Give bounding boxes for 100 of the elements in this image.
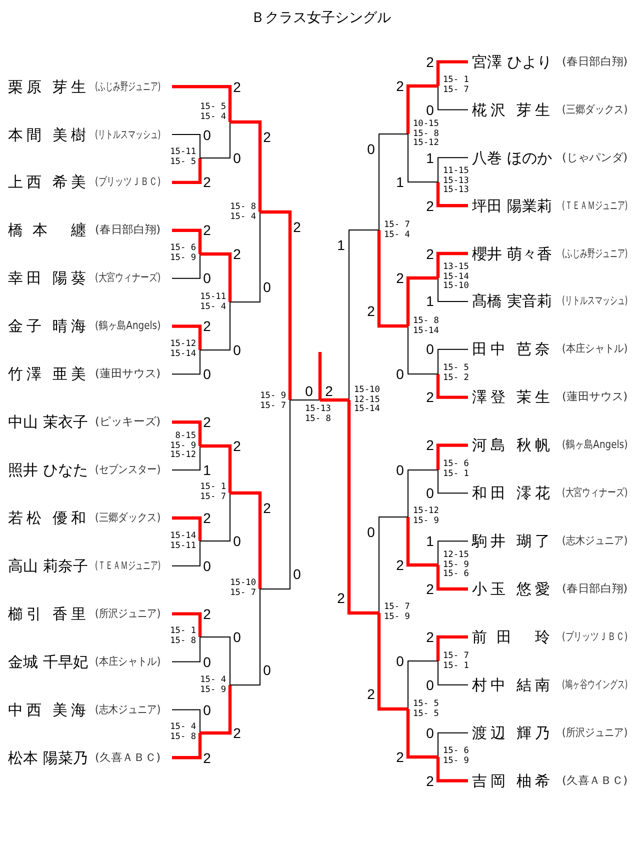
game-score: 15- 1 [169,627,196,636]
bracket-line [436,635,468,661]
game-count: 0 [425,485,435,502]
game-count: 0 [395,366,405,382]
game-score: 15- 8 [413,317,440,326]
bracket-line [200,685,232,735]
bracket-line [438,86,468,110]
bracket-line [200,444,232,493]
game-count: 0 [366,141,376,157]
game-score: 15- 6 [443,460,470,470]
game-count: 2 [395,749,405,765]
club-name: (大宮ウィナーズ) [562,486,628,500]
player-name: 本間 美樹 [8,126,86,144]
game-count: 2 [425,198,435,214]
game-score: 15- 2 [443,374,470,384]
game-score: 15-12 [413,139,440,149]
player-name: 坪田 陽業莉 [472,196,550,215]
game-score: 15-12 [169,340,196,350]
player-name: 竹澤 亜美 [8,365,86,384]
game-count: 2 [425,246,435,262]
game-count: 0 [425,102,435,118]
bracket-line [377,230,408,328]
game-count: 0 [262,662,272,678]
bracket-line [408,134,438,182]
game-count: 2 [366,686,376,702]
club-name: (三郷ダックス) [95,510,161,525]
bracket-line [438,470,468,494]
player-name: 幸田 陽葵 [8,269,86,288]
game-count: 0 [202,366,212,382]
bracket-line [438,660,468,686]
club-name: (ふじみ野ジュニア) [95,80,161,94]
club-name: (所沢ジュニア) [95,606,161,621]
club-name: (本庄シャトル) [562,342,628,356]
game-score: 15-11 [169,542,196,552]
game-score: 15- 9 [169,254,196,264]
bracket-line [438,348,468,374]
bracket-line [172,612,202,637]
game-score: 15- 7 [443,652,470,662]
game-score: 8-15 [174,432,196,442]
game-score: 15-14 [169,532,196,542]
game-score: 15-10 [354,386,381,396]
bracket-line [200,302,230,350]
bracket-line [200,636,230,686]
club-name: (ＴＥＡＭジュニア) [562,198,628,213]
bracket-line [348,230,380,400]
bracket-line [172,254,200,279]
player-name: 松本 陽菜乃 [8,748,86,767]
club-name: (春日部白翔) [95,223,161,238]
bracket-line [436,182,468,208]
game-score: 15-14 [443,272,470,282]
club-name: (ブリッツＪＢＣ) [562,630,628,644]
game-score: 15- 8 [305,414,332,424]
club-name: (セブンスター) [95,463,161,478]
game-count: 2 [425,581,435,598]
game-score: 15- 4 [229,212,256,222]
player-name: 駒井 瑚了 [472,532,550,550]
bracket-line [230,120,262,212]
game-score: 15- 6 [443,747,470,756]
game-score: 12-15 [354,396,381,405]
bracket-line [406,517,438,567]
game-count: 2 [425,437,435,454]
game-score: 15- 7 [384,221,411,230]
game-count: 2 [232,78,242,95]
club-name: (じゃパンダ) [562,150,628,165]
game-score: 15- 6 [169,244,196,254]
game-score: 15- 7 [443,86,470,96]
game-score: 15-11 [199,293,226,302]
bracket-line [406,84,438,134]
game-score: 15- 7 [229,588,256,598]
bracket-line [172,158,202,184]
club-name: (ＴＥＡＭジュニア) [95,558,161,573]
player-name: 高山 莉奈子 [8,556,86,575]
bracket-line [378,516,408,614]
game-count: 2 [292,219,302,235]
club-name: (三郷ダックス) [562,102,628,117]
bracket-line [172,134,200,158]
game-count: 0 [202,558,212,574]
game-score: 15- 5 [443,364,470,374]
player-name: 櫛引 香里 [8,604,86,623]
player-name: 小玉 悠愛 [472,580,550,598]
game-count: 2 [232,246,242,262]
club-name: (鳩ヶ谷ウイングス) [562,678,628,692]
bracket-line [436,252,468,278]
game-count: 2 [336,590,346,606]
player-name: 八巻 ほのか [472,148,550,167]
game-score: 15- 7 [259,402,286,412]
club-name: (久喜ＡＢＣ) [95,750,161,765]
game-score: 15-11 [169,148,196,158]
game-count: 2 [324,383,334,399]
game-count: 0 [232,342,242,358]
game-count: 2 [262,500,272,516]
game-count: 2 [395,557,405,573]
game-count: 0 [425,724,435,741]
player-name: 中西 美海 [8,700,86,719]
game-count: 0 [366,524,376,540]
game-score: 15-14 [354,405,381,415]
game-count: 0 [202,654,212,670]
game-score: 15- 5 [413,700,440,710]
game-score: 15-10 [443,282,470,292]
club-name: (ふじみ野ジュニア) [562,246,628,261]
